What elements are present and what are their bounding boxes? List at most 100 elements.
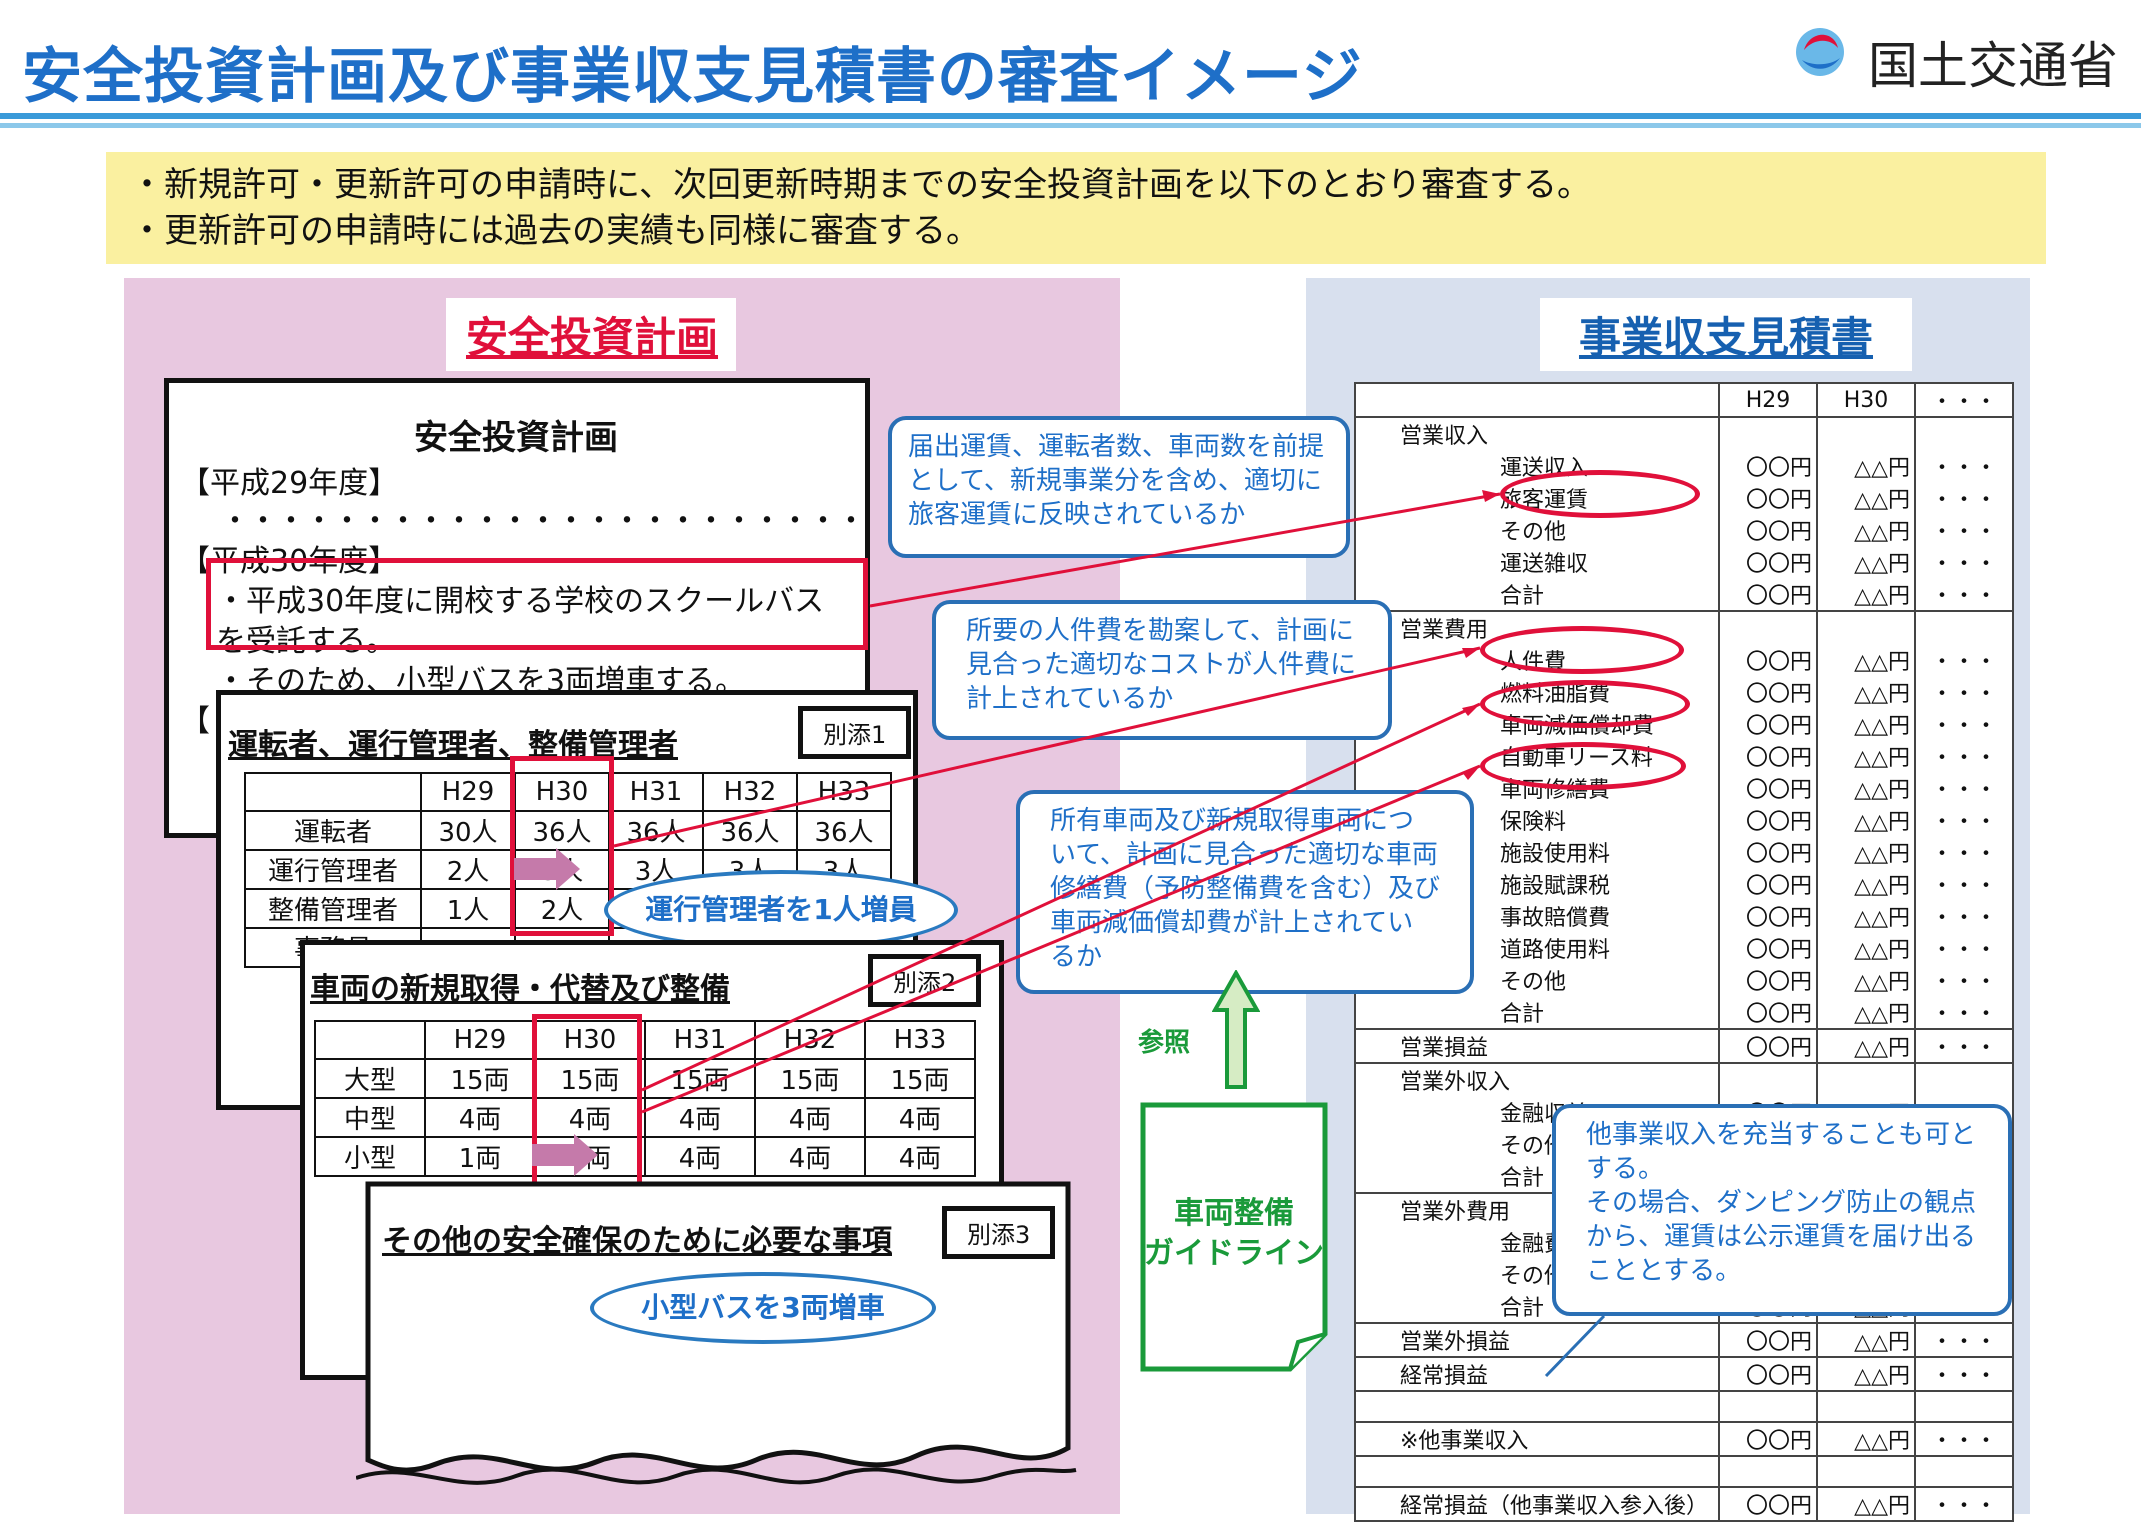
statement-cell: △△円: [1816, 964, 1916, 996]
document-title: 安全投資計画: [414, 418, 618, 458]
statement-cell: [1718, 1390, 1818, 1422]
callout-line: 他事業収入を充当することも可と: [1586, 1120, 1977, 1150]
highlight-oval: [1480, 742, 1686, 790]
statement-cell: その他: [1354, 514, 1720, 546]
annex2-title: 車両の新規取得・代替及び整備: [310, 972, 730, 1007]
ellipsis-line: ・・・・・・・・・・・・・・・・・・・・・・・: [220, 504, 866, 539]
statement-cell: △△円: [1816, 1028, 1916, 1063]
statement-cell: 〇〇円: [1718, 740, 1818, 772]
statement-cell: 経常損益: [1354, 1356, 1720, 1391]
statement-cell: ・・・: [1914, 868, 2014, 900]
statement-cell: 〇〇円: [1718, 578, 1818, 611]
statement-cell: [1718, 416, 1818, 450]
statement-row: 人件費〇〇円△△円・・・: [1354, 644, 2014, 676]
statement-cell: 〇〇円: [1718, 836, 1818, 868]
reference-label: 参照: [1138, 1028, 1191, 1058]
statement-cell: 〇〇円: [1718, 804, 1818, 836]
statement-cell: 合計: [1354, 996, 1720, 1029]
table-cell: 36人: [796, 810, 892, 851]
table-cell: 15両: [644, 1058, 756, 1099]
statement-cell: 営業収入: [1354, 416, 1720, 450]
annex3-title: その他の安全確保のために必要な事項: [382, 1224, 892, 1259]
statement-cell: 〇〇円: [1718, 708, 1818, 740]
table-header: H29: [424, 1020, 536, 1060]
statement-cell: ・・・: [1914, 450, 2014, 482]
statement-cell: [1354, 1455, 1720, 1487]
statement-row: 営業収入: [1354, 416, 2014, 450]
table-header: H31: [608, 772, 704, 812]
statement-cell: △△円: [1816, 578, 1916, 611]
statement-row: 運送雑収〇〇円△△円・・・: [1354, 546, 2014, 578]
callout-oval: 小型バスを3両増車: [590, 1272, 936, 1344]
guideline-title: ガイドライン: [1144, 1236, 1324, 1271]
statement-cell: ・・・: [1914, 644, 2014, 676]
table-header: ・・・: [1914, 382, 2014, 417]
plan-item-cont: を受託する。: [216, 624, 396, 659]
statement-cell: △△円: [1816, 1421, 1916, 1456]
statement-cell: △△円: [1816, 1356, 1916, 1391]
statement-cell: [1718, 1062, 1818, 1096]
statement-cell: 〇〇円: [1718, 900, 1818, 932]
annex-tag: 別添2: [868, 954, 982, 1007]
plan-item: ・平成30年度に開校する学校のスクールバス: [216, 584, 825, 619]
table-cell: 30人: [420, 810, 516, 851]
statement-row: 営業外収入: [1354, 1062, 2014, 1096]
table-cell: 4両: [864, 1097, 976, 1138]
statement-cell: [1816, 1455, 1916, 1487]
table-cell: 運転者: [244, 810, 422, 851]
statement-cell: △△円: [1816, 900, 1916, 932]
statement-cell: 〇〇円: [1718, 546, 1818, 578]
table-cell: 1両: [424, 1136, 536, 1177]
annex-tag: 別添3: [942, 1206, 1056, 1259]
statement-cell: [1914, 1455, 2014, 1487]
table-cell: 4両: [534, 1097, 646, 1138]
statement-row: 営業費用: [1354, 610, 2014, 644]
statement-cell: 〇〇円: [1718, 644, 1818, 676]
callout-line: 計上されているか: [966, 684, 1174, 714]
statement-cell: 〇〇円: [1718, 514, 1818, 546]
table-cell: 36人: [702, 810, 798, 851]
highlight-oval: [1480, 680, 1690, 728]
table-header: H32: [702, 772, 798, 812]
statement-cell: ・・・: [1914, 772, 2014, 804]
statement-row: 道路使用料〇〇円△△円・・・: [1354, 932, 2014, 964]
statement-cell: △△円: [1816, 772, 1916, 804]
table-header: H29: [1718, 382, 1818, 417]
statement-cell: ・・・: [1914, 578, 2014, 611]
highlight-box: [510, 756, 614, 936]
statement-cell: [1914, 1390, 2014, 1422]
callout-line: 旅客運賃に反映されているか: [908, 500, 1246, 530]
income-statement-heading: 事業収支見積書: [1540, 298, 1912, 371]
statement-cell: △△円: [1816, 932, 1916, 964]
table-header: H30: [534, 1020, 646, 1060]
year-heading: 【: [180, 704, 210, 739]
callout-personnel: 所要の人件費を勘案して、計画に 見合った適切なコストが人件費に 計上されているか: [932, 600, 1392, 740]
statement-cell: △△円: [1816, 450, 1916, 482]
table-cell: 2人: [420, 849, 516, 890]
callout-line: 見合った適切なコストが人件費に: [966, 650, 1357, 680]
statement-cell: 営業外収入: [1354, 1062, 1720, 1096]
callout-line: する。: [1586, 1154, 1665, 1184]
table-cell: 小型: [314, 1136, 426, 1177]
callout-line: こととする。: [1586, 1256, 1742, 1286]
statement-cell: △△円: [1816, 514, 1916, 546]
table-cell: 15両: [754, 1058, 866, 1099]
statement-cell: ・・・: [1914, 676, 2014, 708]
statement-cell: ・・・: [1914, 1028, 2014, 1063]
statement-cell: [1816, 1390, 1916, 1422]
table-cell: 1人: [420, 888, 516, 929]
statement-cell: △△円: [1816, 1486, 1916, 1522]
statement-row: 車両減価償却費〇〇円△△円・・・: [1354, 708, 2014, 740]
statement-cell: ・・・: [1914, 996, 2014, 1029]
statement-cell: 営業外損益: [1354, 1322, 1720, 1357]
statement-cell: 〇〇円: [1718, 450, 1818, 482]
table-header: [244, 772, 422, 812]
statement-cell: 〇〇円: [1718, 772, 1818, 804]
table-cell: 36人: [608, 810, 704, 851]
statement-row: 経常損益〇〇円△△円・・・: [1354, 1356, 2014, 1391]
table-cell: 4両: [864, 1136, 976, 1177]
callout-line: から、運賃は公示運賃を届け出る: [1586, 1222, 1977, 1252]
statement-cell: ・・・: [1914, 932, 2014, 964]
statement-row: 営業外損益〇〇円△△円・・・: [1354, 1322, 2014, 1357]
statement-cell: [1354, 1390, 1720, 1422]
